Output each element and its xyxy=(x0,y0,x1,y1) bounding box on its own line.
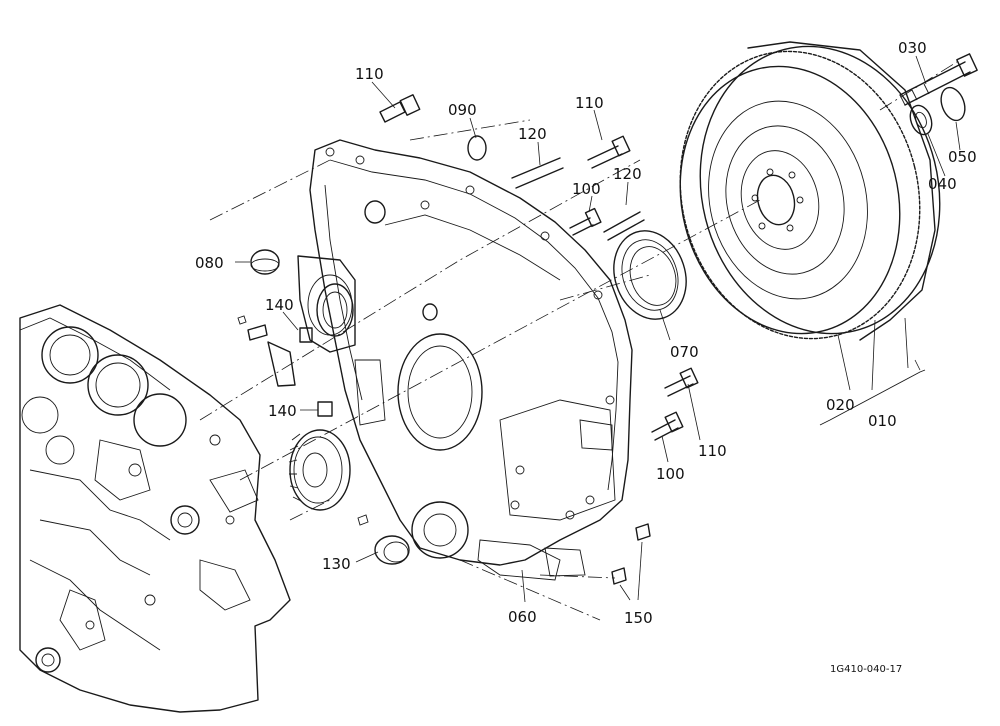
part-labels: 110 090 120 110 100 120 030 050 040 080 … xyxy=(195,39,977,675)
engine-block xyxy=(19,304,291,713)
label-120-right: 120 xyxy=(613,165,642,183)
label-050: 050 xyxy=(948,148,977,166)
label-110-top: 110 xyxy=(355,65,384,83)
label-140-top: 140 xyxy=(265,296,294,314)
label-040: 040 xyxy=(928,175,957,193)
crank-gear xyxy=(288,429,351,511)
label-010: 010 xyxy=(868,412,897,430)
small-parts xyxy=(237,94,699,585)
flywheel-bolt-parts xyxy=(899,53,978,136)
label-030: 030 xyxy=(898,39,927,57)
label-140-bottom: 140 xyxy=(268,402,297,420)
label-060: 060 xyxy=(508,608,537,626)
label-150: 150 xyxy=(624,609,653,627)
projection-lines xyxy=(199,59,961,621)
leader-lines xyxy=(235,55,961,603)
flywheel xyxy=(679,41,941,341)
label-110-lower: 110 xyxy=(698,442,727,460)
drawing-code: 1G410-040-17 xyxy=(830,664,902,675)
gear-case xyxy=(297,139,633,581)
oil-seal-070 xyxy=(613,230,687,320)
label-090: 090 xyxy=(448,101,477,119)
label-070: 070 xyxy=(670,343,699,361)
label-080: 080 xyxy=(195,254,224,272)
label-100-top: 100 xyxy=(572,180,601,198)
label-120-top: 120 xyxy=(518,125,547,143)
label-100-lower: 100 xyxy=(656,465,685,483)
label-020: 020 xyxy=(826,396,855,414)
label-130: 130 xyxy=(322,555,351,573)
label-110-mid: 110 xyxy=(575,94,604,112)
